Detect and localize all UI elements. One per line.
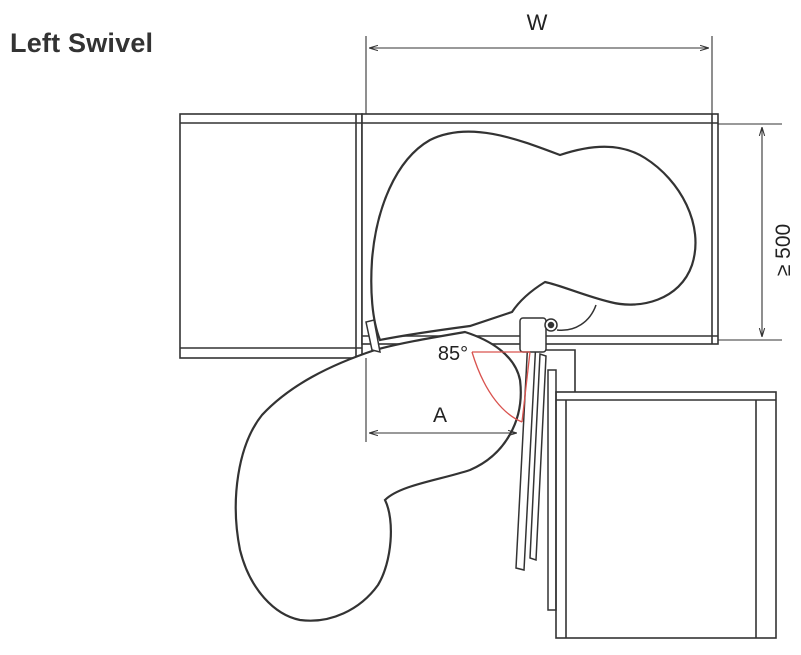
angle-indicator [471,351,531,423]
width-dimension [365,36,713,114]
hinge-hardware [365,304,597,354]
offset-dimension [365,358,516,442]
upper-shelf [370,130,697,342]
door-panels [515,337,557,611]
diagram-title: Left Swivel [10,28,154,58]
depth-dimension [718,123,782,341]
lower-shelf [234,330,522,622]
angle-label: 85° [438,343,468,365]
left-cabinet [179,113,363,359]
offset-label: A [433,404,447,427]
depth-label: ≥ 500 [772,224,795,276]
right-cabinet [540,349,777,639]
width-label: W [527,10,548,35]
